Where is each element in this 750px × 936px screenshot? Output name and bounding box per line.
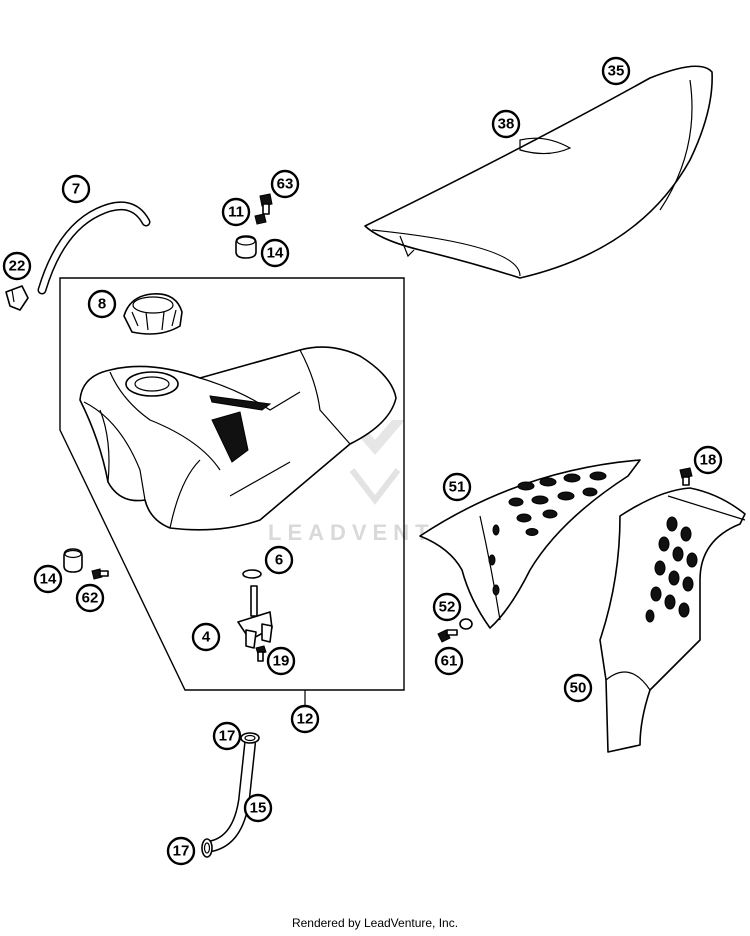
callout-17-top[interactable]: 17: [212, 721, 242, 751]
callout-12[interactable]: 12: [290, 704, 320, 734]
callout-6[interactable]: 6: [264, 545, 294, 575]
fuel-filler-cap: [123, 293, 183, 335]
svg-text:14: 14: [267, 245, 284, 262]
hose-elbow: [5, 285, 29, 311]
tank-assembly-frame: [59, 277, 405, 691]
svg-text:19: 19: [273, 653, 290, 670]
right-side-cover: [599, 487, 746, 753]
callout-63[interactable]: 63: [270, 169, 300, 199]
callout-18[interactable]: 18: [693, 445, 723, 475]
svg-text:6: 6: [275, 552, 283, 569]
callout-14-top[interactable]: 14: [260, 238, 290, 268]
svg-text:8: 8: [98, 296, 106, 313]
svg-text:50: 50: [570, 680, 587, 697]
fuel-tank: [79, 346, 397, 531]
svg-text:17: 17: [173, 843, 190, 860]
tap-screw: [255, 645, 267, 662]
svg-text:7: 7: [72, 181, 80, 198]
callout-38[interactable]: 38: [491, 109, 521, 139]
hose-clamp-bottom: [201, 838, 213, 858]
callout-15[interactable]: 15: [243, 793, 273, 823]
svg-text:17: 17: [219, 728, 236, 745]
breather-hose: [37, 201, 151, 295]
callout-62[interactable]: 62: [75, 583, 105, 613]
callout-52[interactable]: 52: [432, 592, 462, 622]
callout-51[interactable]: 51: [442, 472, 472, 502]
fuel-tap: [237, 585, 273, 649]
svg-text:14: 14: [40, 571, 57, 588]
svg-text:51: 51: [449, 479, 466, 496]
small-hardware-left: [63, 548, 109, 580]
callout-11[interactable]: 11: [221, 197, 251, 227]
svg-text:62: 62: [82, 590, 99, 607]
left-side-cover: [419, 459, 641, 629]
svg-text:4: 4: [202, 629, 211, 646]
callout-19[interactable]: 19: [266, 646, 296, 676]
svg-text:52: 52: [439, 599, 456, 616]
callout-4[interactable]: 4: [191, 622, 221, 652]
small-hardware-top: [235, 193, 273, 259]
callout-35[interactable]: 35: [601, 56, 631, 86]
cover-bolt: [679, 467, 693, 486]
callout-50[interactable]: 50: [563, 673, 593, 703]
callout-17-bottom[interactable]: 17: [166, 836, 196, 866]
callout-8[interactable]: 8: [87, 289, 117, 319]
svg-text:15: 15: [250, 800, 267, 817]
hose-clamp-top: [240, 732, 260, 744]
svg-text:11: 11: [228, 204, 244, 221]
callout-61[interactable]: 61: [434, 646, 464, 676]
seat: [364, 65, 713, 279]
cover-fasteners: [437, 618, 473, 643]
svg-text:61: 61: [441, 653, 458, 670]
svg-text:18: 18: [700, 452, 717, 469]
fuel-hose: [206, 738, 256, 852]
svg-text:38: 38: [498, 116, 515, 133]
o-ring: [242, 569, 262, 579]
callout-14-left[interactable]: 14: [33, 564, 63, 594]
footer-credit: Rendered by LeadVenture, Inc.: [291, 916, 459, 930]
svg-text:12: 12: [297, 711, 314, 728]
svg-text:63: 63: [277, 176, 294, 193]
callout-22[interactable]: 22: [2, 251, 32, 281]
svg-text:22: 22: [9, 258, 26, 275]
svg-text:35: 35: [608, 63, 625, 80]
callout-7[interactable]: 7: [61, 174, 91, 204]
